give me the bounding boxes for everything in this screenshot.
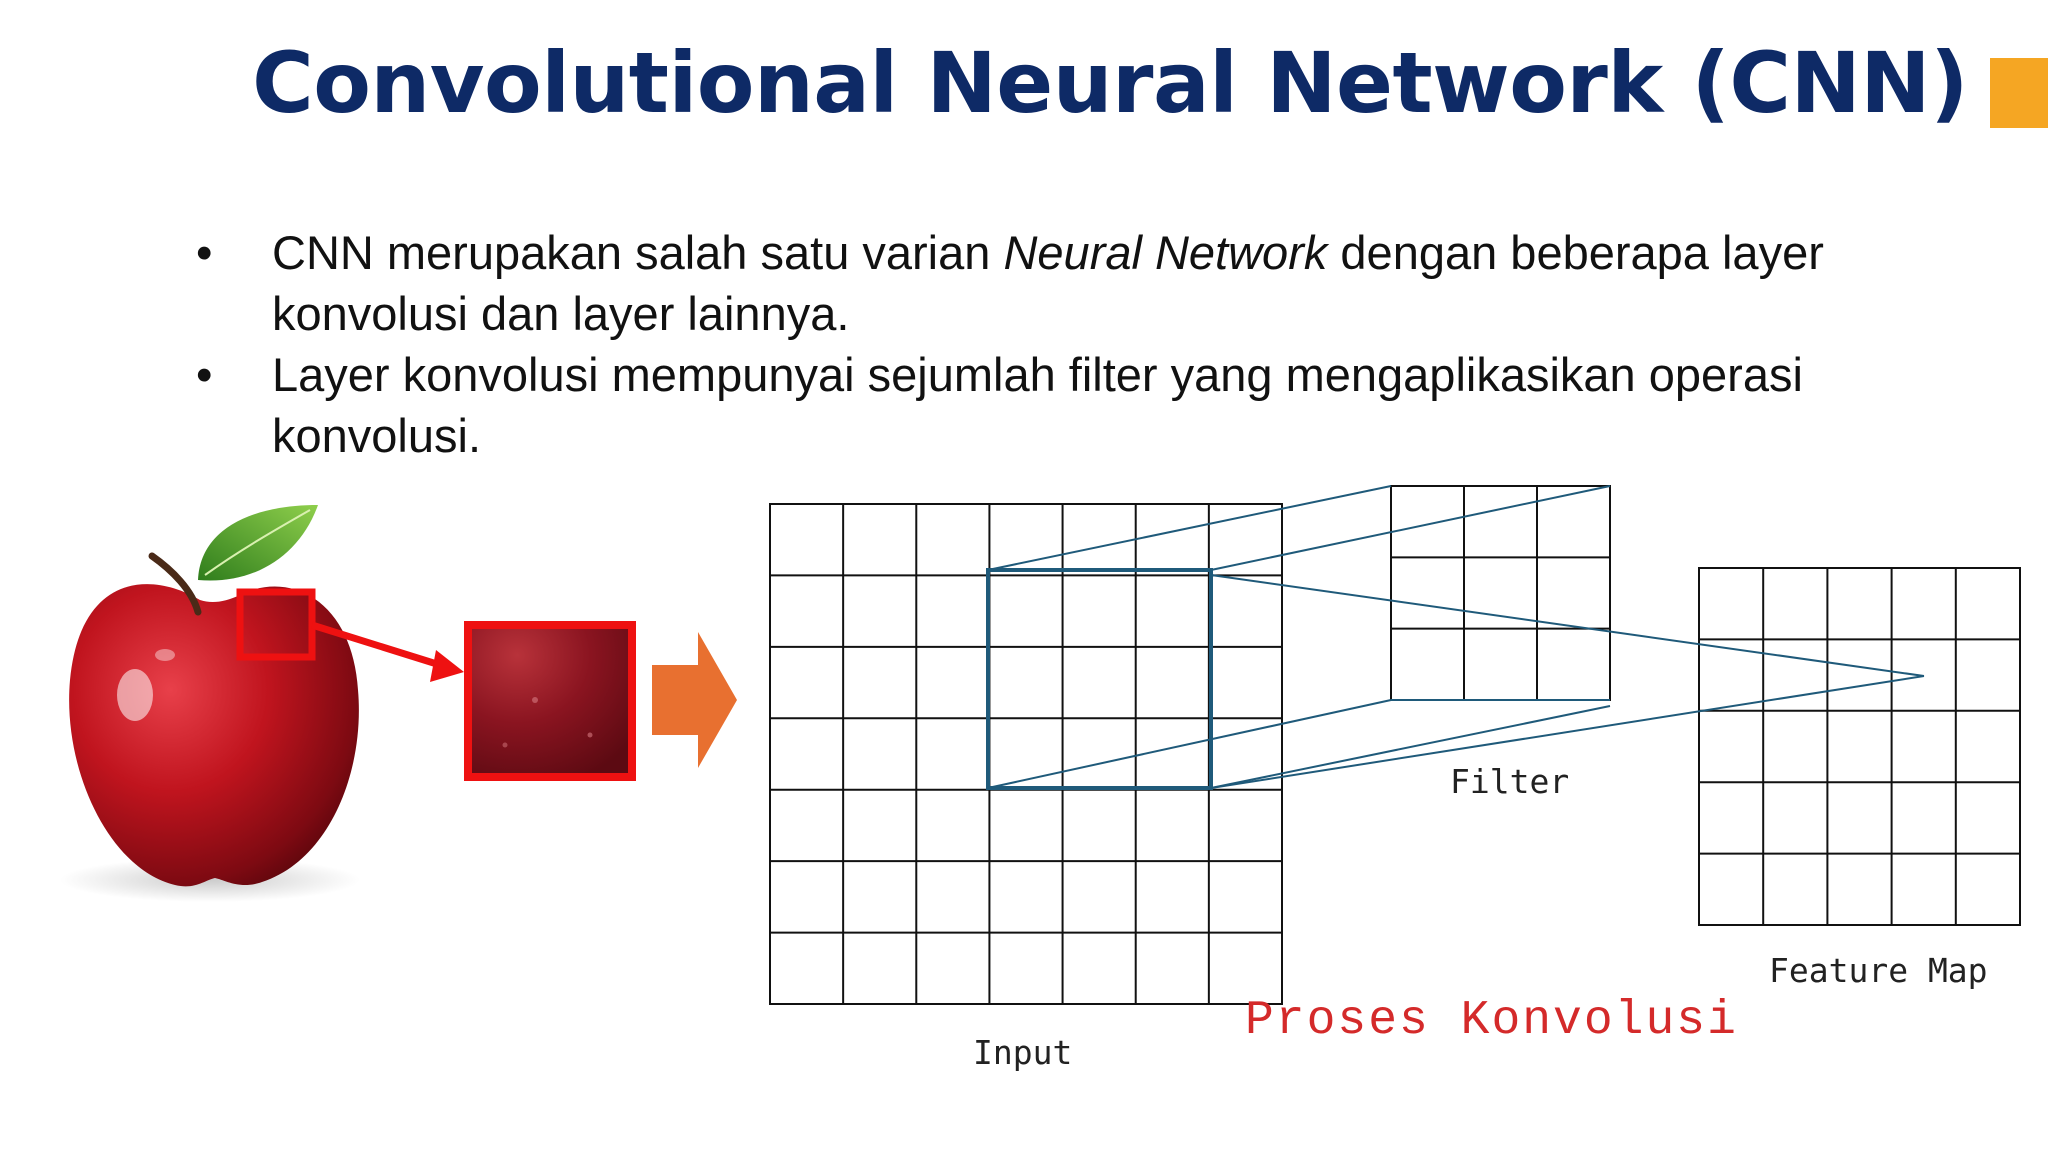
projection-lines (986, 485, 1925, 790)
apple-highlight (117, 669, 153, 721)
bullet-text: Layer konvolusi mempunyai sejumlah filte… (272, 348, 1803, 462)
zoomed-patch-image (468, 625, 632, 777)
apple-illustration (60, 505, 360, 902)
patch-arrow-head (430, 650, 464, 682)
bullet-marker: • (196, 348, 213, 401)
accent-bar (1990, 58, 2048, 128)
big-orange-arrow (652, 632, 737, 768)
projection-line (1210, 485, 1611, 571)
input-label: Input (973, 1033, 1073, 1072)
projection-line (1210, 705, 1611, 789)
bullet-text: CNN merupakan salah satu varian (272, 226, 1004, 279)
bullet-marker: • (196, 226, 213, 279)
input-receptive-field-highlight (986, 568, 1213, 790)
projection-line (987, 485, 1392, 571)
bullet-item: • CNN merupakan salah satu varian Neural… (192, 222, 1992, 344)
projection-line (1210, 675, 1925, 789)
patch-speckle (532, 697, 538, 703)
bullet-item: • Layer konvolusi mempunyai sejumlah fil… (192, 344, 1992, 466)
feature-map-grid (1698, 567, 2021, 926)
filter-grid (1390, 485, 1611, 701)
leaf-vein (204, 509, 311, 576)
filter-grid-frame (1390, 485, 1611, 701)
feature-map-grid-frame (1698, 567, 2021, 926)
apple-leaf (198, 505, 318, 581)
apple-patch-highlight (236, 588, 316, 661)
zoomed-patch-frame (464, 621, 636, 781)
input-grid-frame (769, 503, 1283, 1005)
apple-stem (148, 552, 202, 616)
input-grid (769, 503, 1283, 1005)
feature-map-label: Feature Map (1769, 951, 1988, 990)
process-label: Proses Konvolusi (1245, 994, 1738, 1048)
filter-label: Filter (1450, 762, 1570, 801)
bullet-text-italic: Neural Network (1003, 226, 1328, 279)
projection-line (987, 699, 1392, 789)
slide-title: Convolutional Neural Network (CNN) (252, 34, 1968, 132)
patch-speckle (502, 742, 508, 748)
projection-line (1210, 574, 1925, 677)
patch-speckle (587, 732, 593, 738)
bullet-list: • CNN merupakan salah satu varian Neural… (192, 222, 1992, 466)
bullet-text: dengan beberapa layer konvolusi dan laye… (272, 226, 1824, 340)
apple-highlight (155, 649, 175, 661)
patch-arrow-line (310, 621, 442, 669)
